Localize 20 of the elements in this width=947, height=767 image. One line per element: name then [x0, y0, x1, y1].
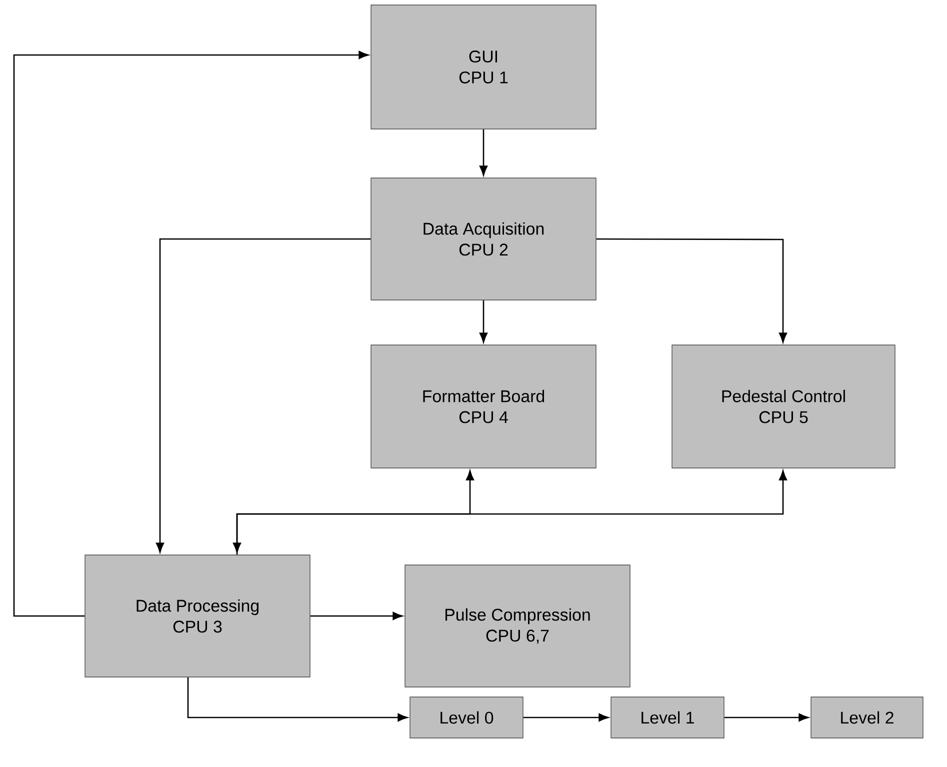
arrow	[596, 238, 788, 343]
process-box: Pulse Compression CPU 6,7	[404, 564, 630, 688]
process-box: Pedestal Control CPU 5	[672, 344, 896, 468]
process-box: GUI CPU 1	[370, 4, 596, 130]
arrow	[156, 238, 371, 553]
arrow	[310, 612, 403, 620]
arrow	[232, 470, 474, 553]
arrow	[480, 129, 488, 176]
process-box: Formatter Board CPU 4	[370, 344, 596, 468]
arrow	[480, 300, 488, 343]
arrow	[724, 713, 809, 722]
process-box: Level 2	[810, 696, 924, 738]
process-box: Level 1	[610, 696, 724, 738]
process-box: Data Acquisition CPU 2	[370, 178, 596, 300]
arrow	[523, 713, 609, 722]
process-box: Level 0	[410, 696, 524, 738]
process-box: Data Processing CPU 3	[84, 554, 310, 678]
arrow	[13, 50, 369, 617]
arrow	[187, 677, 408, 722]
arrow	[236, 470, 788, 555]
